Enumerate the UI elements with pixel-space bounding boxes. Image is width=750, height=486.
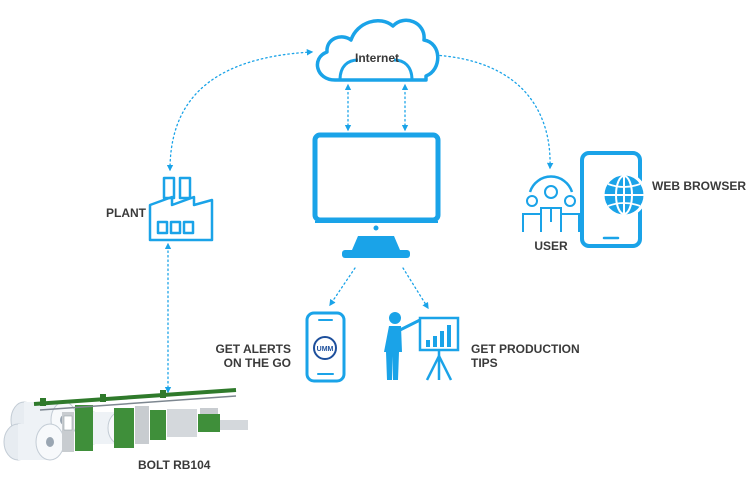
connector-plant-internet bbox=[166, 49, 314, 172]
smartphone-icon bbox=[305, 311, 346, 383]
plant-label: PLANT bbox=[106, 206, 147, 220]
users-group-icon bbox=[522, 175, 580, 232]
machine-label: BOLT RB104 bbox=[138, 458, 211, 472]
tips-label-line1: GET PRODUCTION bbox=[471, 342, 580, 356]
connector-computer-tips bbox=[402, 267, 429, 310]
web-browser-label: WEB BROWSER bbox=[652, 179, 746, 193]
connector-computer-alerts bbox=[329, 267, 356, 307]
sheeter-machine-image bbox=[3, 388, 248, 461]
cloud-icon bbox=[315, 18, 440, 82]
tips-label-line2: TIPS bbox=[471, 356, 498, 370]
globe-tablet-icon bbox=[580, 151, 647, 248]
factory-icon bbox=[148, 176, 214, 242]
app-logo bbox=[313, 336, 337, 360]
app-logo-text: UMM bbox=[317, 346, 334, 353]
connector-user-internet bbox=[431, 52, 554, 170]
alerts-label-line2: ON THE GO bbox=[224, 356, 291, 370]
connectors bbox=[164, 49, 554, 394]
monitor-icon bbox=[312, 132, 441, 258]
presenter-chart-icon bbox=[384, 312, 460, 381]
internet-label: Internet bbox=[355, 51, 399, 65]
alerts-label-line1: GET ALERTS bbox=[215, 342, 291, 356]
user-label: USER bbox=[534, 239, 568, 253]
